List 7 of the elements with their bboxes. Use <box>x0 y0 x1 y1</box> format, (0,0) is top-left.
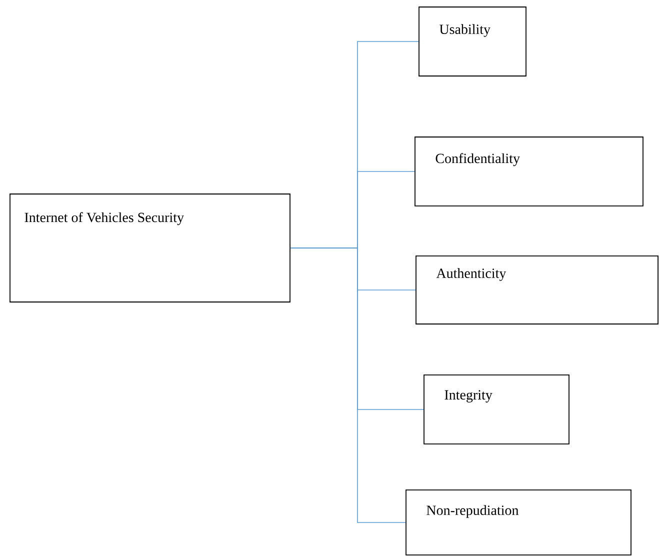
box: Usability <box>418 6 526 76</box>
connector-line <box>290 248 406 523</box>
box: Confidentiality <box>414 136 644 206</box>
box: Non-repudiation <box>406 490 632 556</box>
box: Authenticity <box>416 256 658 324</box>
box: Internet of Vehicles Security <box>10 194 290 302</box>
box: Integrity <box>424 374 570 444</box>
